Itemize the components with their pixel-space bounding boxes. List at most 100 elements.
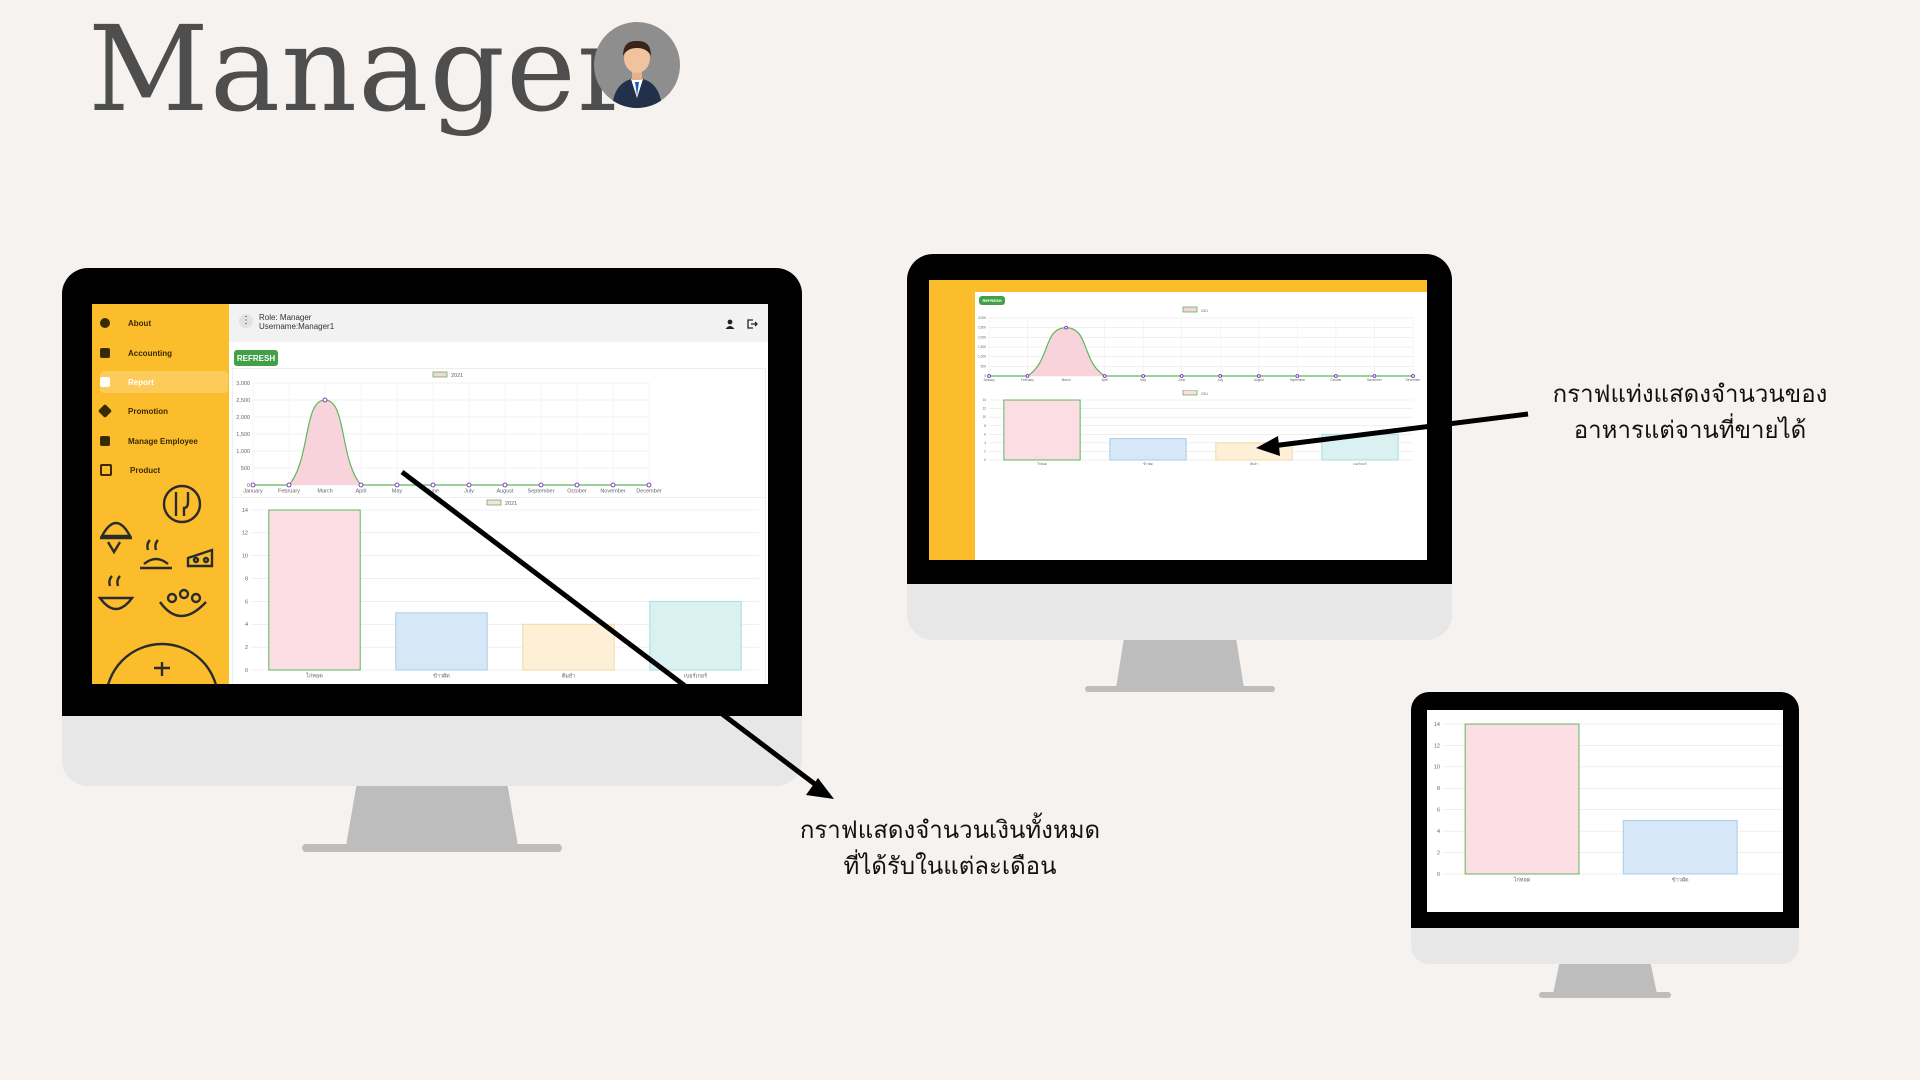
data-point	[646, 482, 652, 488]
bank-icon	[100, 348, 110, 358]
legend-swatch	[1182, 390, 1198, 396]
y-tick-label: 3,000	[978, 316, 986, 320]
x-tick-label: July	[1217, 378, 1223, 382]
data-point	[1179, 374, 1184, 378]
x-tick-label: September	[1290, 378, 1307, 382]
info-icon	[100, 318, 110, 328]
arrow-to-line-chart-line	[400, 470, 822, 790]
y-tick-label: 2	[1437, 850, 1440, 856]
y-tick-label: 1,000	[236, 449, 250, 455]
sidebar-item-report[interactable]: Report	[100, 371, 228, 393]
x-tick-label: March	[1062, 378, 1071, 382]
page-title: Manager	[88, 0, 635, 138]
data-point	[250, 482, 256, 488]
dish-bar-chart-zoomed: 02468101214ไก่ทอดข้าวผัด	[1434, 722, 1783, 884]
x-tick-label: December	[636, 489, 662, 495]
y-tick-label: 2,000	[236, 415, 250, 421]
data-point	[286, 482, 292, 488]
sidebar-item-about[interactable]: About	[100, 312, 151, 334]
x-tick-label: เบอร์เกอร์	[1353, 462, 1367, 466]
bar-chart-caption: กราฟแท่งแสดงจำนวนของ อาหารแต่จานที่ขายได…	[1552, 380, 1828, 444]
y-tick-label: 2	[984, 449, 986, 453]
x-tick-label: ต้มยำ	[562, 673, 576, 680]
y-tick-label: 3,000	[236, 381, 250, 387]
series-area	[253, 400, 649, 485]
data-point	[1218, 374, 1223, 378]
sidebar-item-manage-employee[interactable]: Manage Employee	[100, 430, 198, 452]
y-tick-label: 0	[984, 374, 986, 378]
dish-bar-chart: 02468101214ไก่ทอดข้าวผัดต้มยำเบอร์เกอร์2…	[242, 499, 759, 680]
kebab-menu-icon[interactable]: ⋮	[239, 314, 253, 328]
product-icon	[100, 464, 112, 476]
y-tick-label: 0	[247, 483, 250, 489]
data-point	[1064, 325, 1068, 330]
y-tick-label: 1,000	[978, 355, 986, 359]
y-tick-label: 12	[242, 531, 248, 537]
x-tick-label: February	[278, 489, 300, 495]
bar	[395, 612, 488, 671]
x-tick-label: ข้าวผัด	[433, 673, 450, 680]
legend-label: 2021	[1201, 309, 1208, 313]
bar	[1464, 723, 1580, 875]
x-tick-label: ไก่ทอด	[305, 673, 323, 680]
data-point	[1256, 374, 1261, 378]
y-tick-label: 0	[984, 458, 986, 462]
role-text: Role: Manager	[259, 313, 312, 322]
x-tick-label: April	[355, 489, 366, 495]
logout-icon[interactable]	[747, 316, 758, 334]
x-tick-label: October	[567, 489, 587, 495]
y-tick-label: 6	[1437, 808, 1440, 814]
x-tick-label: August	[496, 489, 514, 495]
y-tick-label: 0	[245, 668, 248, 674]
bar	[1321, 433, 1399, 461]
data-point	[610, 482, 616, 488]
bar	[1003, 399, 1081, 461]
sidebar-item-product[interactable]: Product	[100, 459, 160, 481]
x-tick-label: November	[600, 489, 626, 495]
x-tick-label: February	[1021, 378, 1034, 382]
x-tick-label: ไก่ทอด	[1036, 462, 1047, 466]
sidebar-item-accounting[interactable]: Accounting	[100, 342, 172, 364]
username-text: Username:Manager1	[259, 322, 335, 331]
data-point	[1372, 374, 1377, 378]
x-tick-label: ข้าวผัด	[1672, 877, 1689, 884]
y-tick-label: 2	[245, 645, 248, 651]
x-tick-label: August	[1254, 378, 1264, 382]
y-tick-label: 14	[982, 398, 986, 402]
x-tick-label: January	[983, 378, 995, 382]
y-tick-label: 4	[245, 622, 248, 628]
y-tick-label: 4	[1437, 829, 1440, 835]
data-point	[1141, 374, 1146, 378]
data-point	[1025, 374, 1030, 378]
y-tick-label: 2,500	[978, 326, 986, 330]
data-point	[394, 482, 400, 488]
arrow-to-bar-chart-line	[1271, 411, 1529, 449]
y-tick-label: 0	[1437, 872, 1440, 878]
profile-icon[interactable]	[725, 316, 735, 329]
arrow-head-icon	[806, 778, 834, 799]
data-point	[358, 482, 364, 488]
legend-label: 2021	[451, 373, 463, 379]
refresh-button-secondary[interactable]: REFRESH	[979, 296, 1005, 305]
y-tick-label: 12	[1434, 743, 1440, 749]
sidebar: About Accounting Report Promotion Manage…	[92, 304, 229, 684]
sidebar-item-promotion[interactable]: Promotion	[97, 400, 168, 422]
legend-label: 2021	[1201, 392, 1208, 396]
refresh-button[interactable]: REFRESH	[234, 350, 278, 366]
y-tick-label: 4	[984, 441, 986, 445]
x-tick-label: January	[243, 489, 263, 495]
legend-swatch	[486, 499, 502, 506]
x-tick-label: December	[1406, 378, 1422, 382]
bar	[1622, 819, 1738, 875]
employee-icon	[100, 436, 110, 446]
x-tick-label: May	[1140, 378, 1146, 382]
y-tick-label: 2,000	[978, 335, 986, 339]
